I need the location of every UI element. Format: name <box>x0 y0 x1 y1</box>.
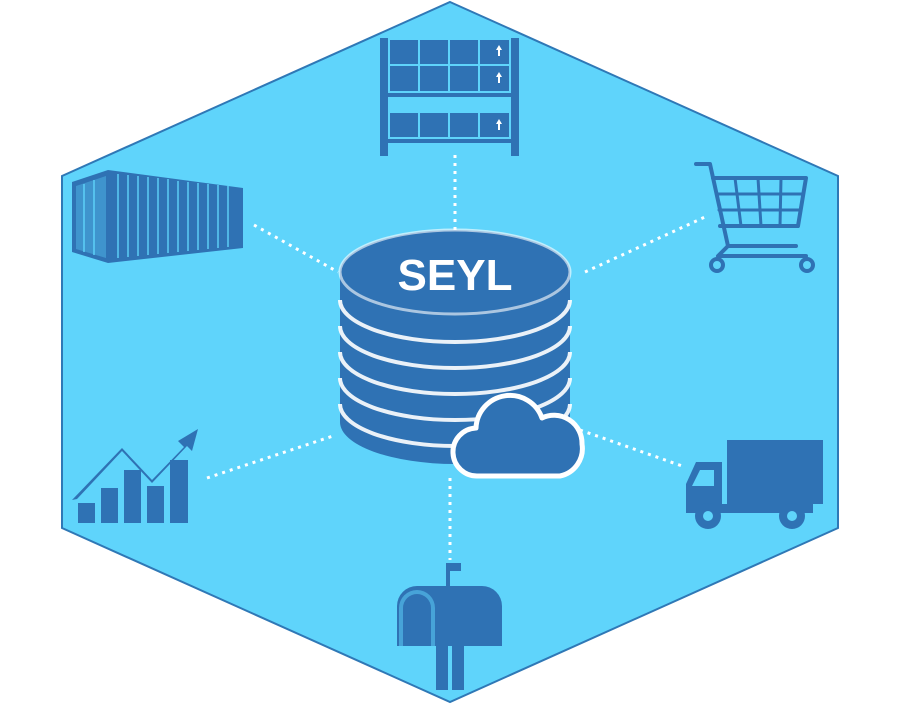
connector-shipping <box>253 223 339 274</box>
connectors <box>206 155 706 560</box>
warehouse-shelves-icon <box>380 38 519 156</box>
center-label: SEYL <box>398 251 513 300</box>
connector-delivery <box>579 428 686 469</box>
connector-analytics <box>206 434 334 480</box>
mailbox-icon <box>397 563 502 690</box>
connector-shopping <box>584 215 706 274</box>
growth-chart-icon <box>72 429 198 523</box>
shopping-cart-icon <box>694 162 815 273</box>
delivery-truck-icon <box>686 440 823 529</box>
shipping-container-icon <box>72 170 243 263</box>
cloud-icon <box>450 392 585 479</box>
